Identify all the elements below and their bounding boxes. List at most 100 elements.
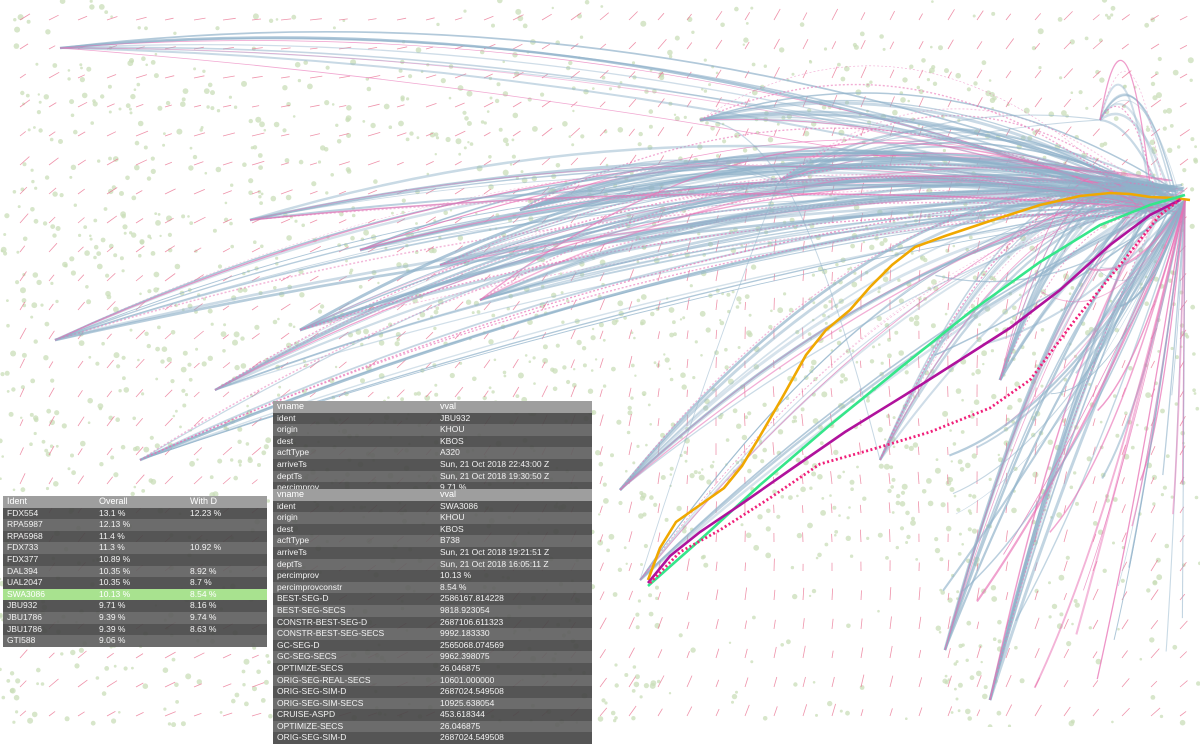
wind-tick [78, 275, 84, 281]
airport-dot [0, 668, 2, 671]
airport-dot [56, 226, 61, 231]
airport-dot [515, 9, 521, 15]
wind-tick [1064, 69, 1073, 79]
airport-dot [144, 26, 148, 30]
airport-dot [609, 87, 612, 90]
wind-tick [223, 162, 232, 165]
wind-tick [658, 533, 660, 543]
airport-dot [944, 68, 949, 73]
airport-dot [253, 13, 259, 19]
airport-dot [89, 4, 94, 9]
airport-dot [1160, 409, 1165, 414]
wind-tick [136, 219, 143, 224]
wind-tick [49, 158, 59, 165]
wind-tick [281, 48, 291, 49]
wind-tick [889, 386, 890, 397]
airport-dot [800, 22, 805, 27]
airport-dot [971, 372, 974, 375]
airport-dot [122, 376, 126, 380]
wind-tick [542, 14, 552, 20]
airport-dot [257, 463, 261, 467]
airport-dot [1196, 681, 1200, 686]
wind-tick [49, 362, 53, 369]
info2-field-name: origin [273, 512, 436, 524]
wind-tick [948, 560, 949, 571]
wind-tick [49, 46, 55, 49]
wind-tick [78, 102, 87, 107]
airport-dot [93, 219, 97, 223]
airport-dot [14, 695, 20, 701]
wind-tick [136, 475, 144, 484]
wind-tick [194, 392, 199, 397]
airport-dot [738, 346, 741, 349]
airport-dot [449, 97, 452, 100]
ranking-header-ident[interactable]: Ident [3, 496, 95, 508]
airport-dot [43, 355, 48, 360]
wind-tick [687, 651, 690, 658]
airport-dot [869, 81, 872, 84]
airport-dot [182, 97, 186, 101]
airport-dot [491, 314, 495, 318]
wind-tick [20, 681, 26, 687]
wind-tick [136, 683, 143, 687]
airport-dot [446, 137, 451, 142]
airport-dot [0, 578, 1, 580]
airport-dot [335, 124, 338, 127]
wind-tick [860, 475, 861, 484]
airport-dot [606, 549, 610, 553]
airport-dot [1011, 508, 1017, 514]
airport-dot [591, 369, 594, 372]
info2-field-value: 8.54 % [436, 582, 592, 594]
airport-dot [402, 199, 406, 203]
wind-tick [1064, 707, 1070, 716]
airport-dot [956, 388, 962, 394]
wind-tick [918, 472, 919, 484]
airport-dot [488, 155, 492, 159]
airport-dot [532, 126, 538, 132]
airport-dot [834, 530, 838, 534]
wind-tick [20, 473, 25, 484]
airport-dot [28, 128, 31, 131]
airport-dot [22, 353, 27, 358]
info1-field-name: origin [273, 424, 436, 436]
airport-dot [30, 169, 33, 172]
airport-dot [603, 483, 607, 487]
airport-dot [976, 671, 982, 677]
ranking-header-with-d[interactable]: With D [186, 496, 267, 508]
info1-field-value: JBU932 [436, 413, 592, 425]
airport-dot [624, 546, 627, 549]
airport-dot [860, 32, 865, 37]
ranking-header-overall[interactable]: Overall [95, 496, 186, 508]
wind-tick [1093, 709, 1099, 716]
airport-dot [1161, 493, 1164, 496]
airport-dot [324, 100, 329, 105]
airport-dot [234, 331, 240, 337]
wind-tick [49, 217, 55, 223]
wind-tick [918, 447, 919, 455]
wind-tick [426, 103, 437, 107]
airport-dot [74, 663, 79, 668]
airport-dot [1103, 569, 1107, 573]
airport-dot [147, 176, 151, 180]
airport-dot [9, 412, 14, 417]
airport-dot [235, 693, 240, 698]
airport-dot [119, 108, 122, 111]
airport-dot [269, 19, 273, 23]
airport-dot [580, 134, 584, 138]
airport-dot [497, 0, 503, 3]
airport-dot [742, 435, 747, 440]
airport-dot [173, 415, 176, 418]
